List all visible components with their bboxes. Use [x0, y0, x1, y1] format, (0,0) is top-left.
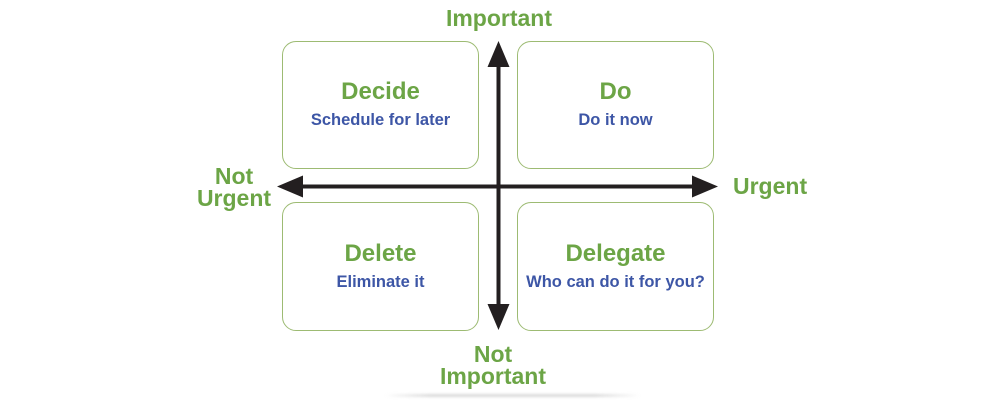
arrowhead-down-icon	[487, 304, 510, 330]
quadrant-do: Do Do it now	[517, 41, 714, 169]
quadrant-delete-subtitle: Eliminate it	[336, 272, 425, 291]
quadrant-decide-subtitle: Schedule for later	[310, 111, 451, 130]
quadrant-decide: Decide Schedule for later	[282, 41, 479, 169]
quadrant-do-title: Do	[599, 78, 632, 106]
axis-label-important: Important	[445, 5, 553, 31]
axis-label-urgent: Urgent	[733, 173, 808, 199]
axis-label-not-urgent: Not Urgent	[194, 163, 274, 211]
quadrant-decide-title: Decide	[341, 78, 420, 106]
quadrant-delegate: Delegate Who can do it for you?	[517, 202, 714, 331]
bottom-shadow-artifact	[385, 394, 640, 397]
quadrant-delegate-title: Delegate	[565, 239, 666, 267]
arrowhead-right-icon	[692, 175, 718, 198]
axis-label-not-urgent-line1: Not	[214, 163, 254, 189]
axis-label-not-important-line2: Important	[439, 363, 547, 389]
axis-label-not-important-line1: Not	[473, 341, 513, 367]
quadrant-delete: Delete Eliminate it	[282, 202, 479, 331]
axis-label-not-important: Not Important	[439, 341, 547, 389]
quadrant-delete-title: Delete	[344, 239, 417, 267]
axis-label-not-urgent-line2: Urgent	[196, 185, 272, 211]
horizontal-axis-arrow	[277, 175, 718, 198]
arrowhead-left-icon	[277, 175, 303, 198]
quadrant-do-subtitle: Do it now	[578, 111, 653, 130]
quadrant-delegate-subtitle: Who can do it for you?	[526, 272, 705, 291]
arrowhead-up-icon	[487, 41, 510, 67]
